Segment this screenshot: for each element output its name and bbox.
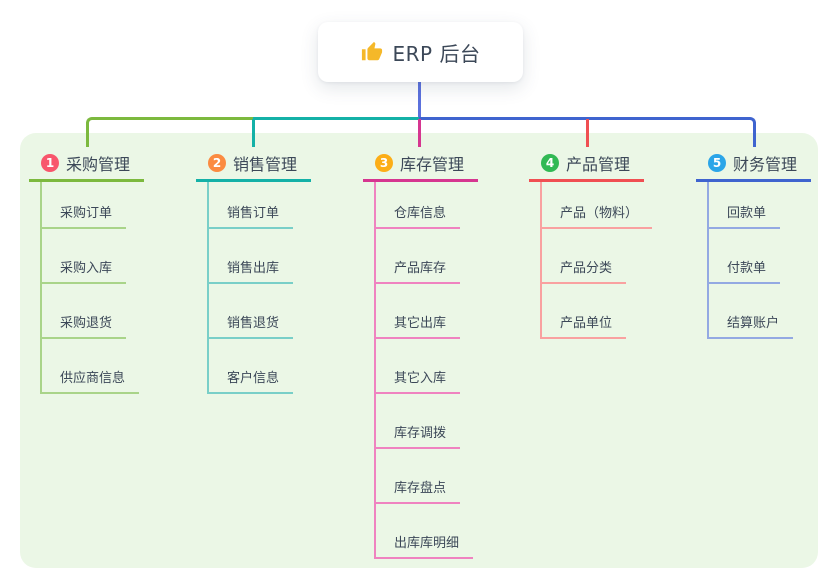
root-node[interactable]: ERP 后台 [318, 22, 523, 82]
branch-head[interactable]: 5 财务管理 [696, 146, 811, 182]
child-node[interactable]: 其它出库 [376, 284, 523, 339]
branch-head[interactable]: 4 产品管理 [529, 146, 644, 182]
child-node[interactable]: 付款单 [709, 229, 839, 284]
branch-number-badge: 2 [208, 153, 226, 172]
branch-title: 库存管理 [400, 154, 465, 174]
child-label: 采购入库 [42, 257, 127, 284]
branch-title: 财务管理 [733, 154, 798, 174]
branch-title: 产品管理 [566, 154, 631, 174]
branch-head[interactable]: 2 销售管理 [196, 146, 311, 182]
branch-number-badge: 1 [41, 153, 59, 172]
branch-title: 采购管理 [66, 154, 131, 174]
branch-children: 回款单付款单结算账户 [707, 182, 839, 339]
child-node[interactable]: 采购退货 [42, 284, 189, 339]
child-label: 库存盘点 [376, 477, 461, 504]
child-node[interactable]: 供应商信息 [42, 339, 189, 394]
branch-children: 产品（物料） 产品分类产品单位 [540, 182, 689, 339]
branch-children: 采购订单采购入库采购退货供应商信息 [40, 182, 189, 394]
child-label: 销售出库 [209, 257, 294, 284]
branch2-connector-drop [252, 119, 255, 147]
child-label: 产品（物料） [542, 202, 653, 229]
branch-number-badge: 3 [375, 153, 393, 172]
child-label: 供应商信息 [42, 367, 140, 394]
branch2-connector-horizontal [253, 117, 419, 120]
root-label: ERP 后台 [392, 41, 481, 66]
child-label: 结算账户 [709, 312, 794, 339]
child-node[interactable]: 客户信息 [209, 339, 356, 394]
branch-head[interactable]: 3 库存管理 [363, 146, 478, 182]
child-label: 产品单位 [542, 312, 627, 339]
child-label: 销售退货 [209, 312, 294, 339]
branch-number-badge: 5 [708, 153, 726, 172]
branch-title: 销售管理 [233, 154, 298, 174]
child-node[interactable]: 产品库存 [376, 229, 523, 284]
thumbs-up-icon [361, 41, 382, 61]
branch-库存管理: 3 库存管理仓库信息产品库存其它出库其它入库库存调拨库存盘点出库库明细 [363, 146, 523, 559]
branch-采购管理: 1 采购管理采购订单采购入库采购退货供应商信息 [29, 146, 189, 394]
child-label: 采购订单 [42, 202, 127, 229]
branch3-connector-drop [418, 119, 421, 147]
child-label: 其它出库 [376, 312, 461, 339]
child-node[interactable]: 产品（物料） [542, 182, 689, 229]
child-node[interactable]: 库存盘点 [376, 449, 523, 504]
child-label: 产品分类 [542, 257, 627, 284]
branch1-connector-elbow [86, 117, 253, 147]
child-node[interactable]: 销售出库 [209, 229, 356, 284]
branch-产品管理: 4 产品管理产品（物料） 产品分类产品单位 [529, 146, 689, 339]
child-label: 付款单 [709, 257, 781, 284]
child-node[interactable]: 回款单 [709, 182, 839, 229]
branch-number-badge: 4 [541, 153, 559, 172]
child-label: 其它入库 [376, 367, 461, 394]
child-node[interactable]: 库存调拨 [376, 394, 523, 449]
child-node[interactable]: 销售订单 [209, 182, 356, 229]
child-label: 产品库存 [376, 257, 461, 284]
child-label: 客户信息 [209, 367, 294, 394]
child-node[interactable]: 产品分类 [542, 229, 689, 284]
branches-panel [20, 133, 818, 568]
child-node[interactable]: 销售退货 [209, 284, 356, 339]
child-label: 销售订单 [209, 202, 294, 229]
child-label: 回款单 [709, 202, 781, 229]
child-node[interactable]: 采购订单 [42, 182, 189, 229]
child-label: 出库库明细 [376, 532, 474, 559]
child-label: 采购退货 [42, 312, 127, 339]
child-label: 仓库信息 [376, 202, 461, 229]
child-node[interactable]: 产品单位 [542, 284, 689, 339]
child-node[interactable]: 结算账户 [709, 284, 839, 339]
branch-children: 销售订单销售出库销售退货客户信息 [207, 182, 356, 394]
branch-children: 仓库信息产品库存其它出库其它入库库存调拨库存盘点出库库明细 [374, 182, 523, 559]
child-node[interactable]: 采购入库 [42, 229, 189, 284]
branch5-connector-elbow [419, 117, 756, 147]
root-connector-line [418, 82, 421, 119]
branch-head[interactable]: 1 采购管理 [29, 146, 144, 182]
child-node[interactable]: 出库库明细 [376, 504, 523, 559]
child-node[interactable]: 其它入库 [376, 339, 523, 394]
branch-销售管理: 2 销售管理销售订单销售出库销售退货客户信息 [196, 146, 356, 394]
branch-财务管理: 5 财务管理回款单付款单结算账户 [696, 146, 839, 339]
branch4-connector-drop [586, 119, 589, 147]
child-node[interactable]: 仓库信息 [376, 182, 523, 229]
child-label: 库存调拨 [376, 422, 461, 449]
